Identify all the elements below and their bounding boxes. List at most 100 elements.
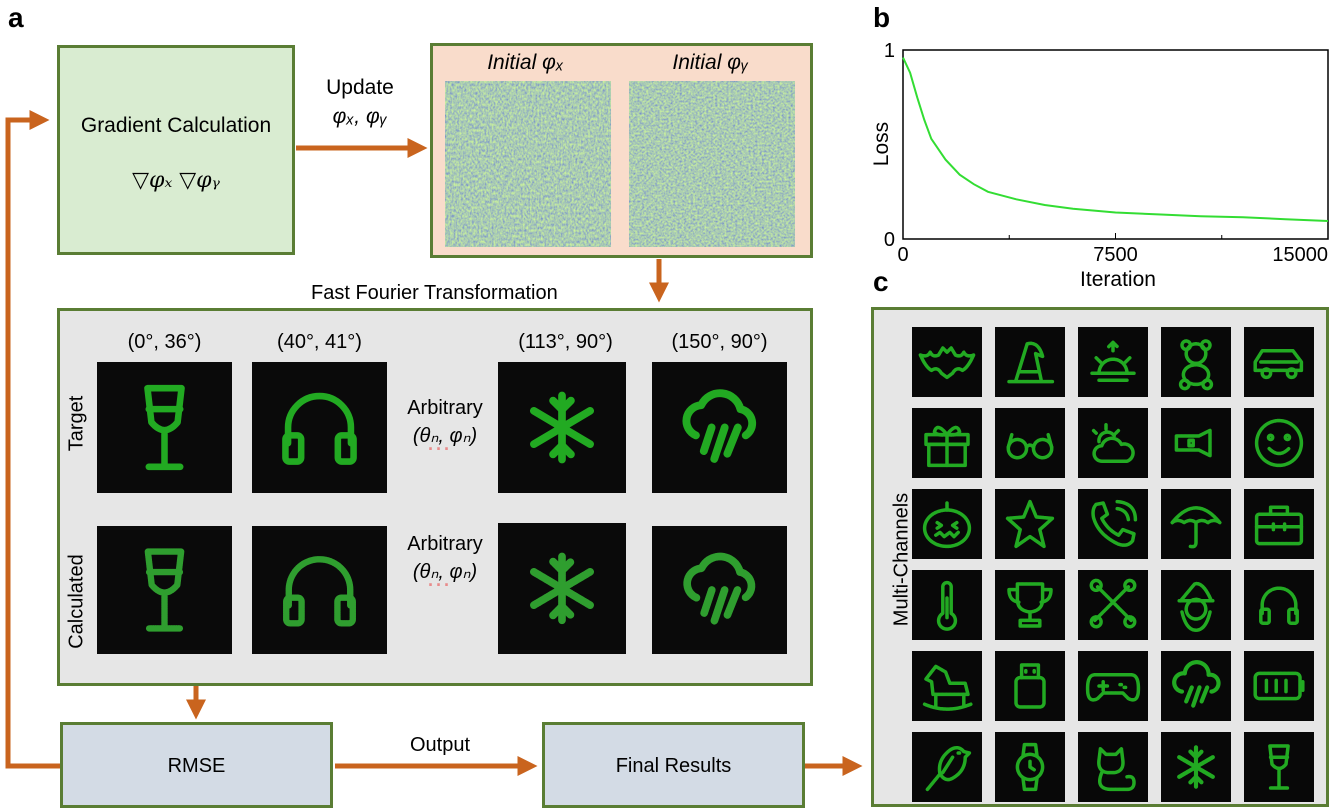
channel-cell	[1161, 327, 1231, 397]
arbitrary-angle-top: (θₙ, φₙ)	[412, 425, 478, 447]
y-tick-label: 1	[884, 40, 895, 62]
trophy-icon	[995, 570, 1065, 640]
calculated-image-rain-cloud	[652, 526, 787, 654]
target-image-wine-glass	[97, 362, 232, 493]
snowflake-icon	[530, 391, 594, 464]
loss-series-line	[902, 57, 1329, 222]
multi-channels-label: Multi-Channels	[890, 492, 913, 627]
initial-phase-y-label: Initial φᵧ	[672, 51, 749, 74]
car-icon	[1244, 327, 1314, 397]
channel-cell	[995, 732, 1065, 802]
headphones-icon	[283, 556, 356, 627]
partly-cloudy-icon	[1078, 408, 1148, 478]
target-image-rain-cloud	[652, 362, 787, 493]
glasses-icon	[995, 408, 1065, 478]
channel-cell	[995, 327, 1065, 397]
angle-label-1: (0°, 36°)	[127, 331, 202, 353]
channel-cell	[995, 408, 1065, 478]
channel-cell	[912, 327, 982, 397]
update-label: Update	[326, 76, 394, 99]
sunrise-icon	[1078, 327, 1148, 397]
channel-cell	[1078, 327, 1148, 397]
channel-cell	[1161, 570, 1231, 640]
channel-cell	[1078, 732, 1148, 802]
gradient-formula: ▽φₓ ▽φᵧ	[132, 168, 220, 193]
y-tick-label: 0	[884, 229, 895, 251]
fft-label: Fast Fourier Transformation	[311, 282, 558, 304]
final-results-label: Final Results	[615, 755, 732, 777]
channel-cell	[912, 489, 982, 559]
channel-cell	[1244, 327, 1314, 397]
channel-cell	[995, 651, 1065, 721]
smiley-icon	[1244, 408, 1314, 478]
wine-glass-icon	[1244, 732, 1314, 802]
flashlight-icon	[1161, 408, 1231, 478]
channel-cell	[1078, 408, 1148, 478]
calculated-image-headphones	[252, 526, 387, 654]
chart-plot-area	[902, 49, 1329, 240]
channel-cell	[912, 732, 982, 802]
channel-cell	[1078, 651, 1148, 721]
channel-cell	[912, 408, 982, 478]
arrow-feedback	[5, 110, 60, 769]
panel-label-b: b	[873, 2, 891, 33]
ellipsis-bottom: ···	[428, 575, 452, 595]
umbrella-icon	[1161, 489, 1231, 559]
snowflake-icon	[530, 552, 594, 625]
calculated-image-wine-glass	[97, 526, 232, 654]
row-label-target: Target	[65, 395, 88, 452]
thermometer-icon	[912, 570, 982, 640]
arbitrary-angle-bottom: (θₙ, φₙ)	[412, 561, 478, 583]
rain-cloud-icon	[1161, 651, 1231, 721]
gradient-calculation-box: Gradient Calculation ▽φₓ ▽φᵧ	[57, 45, 295, 255]
update-phases-label: φₓ, φᵧ	[332, 105, 388, 128]
target-image-headphones	[252, 362, 387, 493]
rain-cloud-icon	[682, 389, 757, 463]
headphones-icon	[1244, 570, 1314, 640]
cat-icon	[1078, 732, 1148, 802]
bone-cross-icon	[1078, 570, 1148, 640]
channel-cell	[1161, 408, 1231, 478]
x-tick-label: 15000	[1272, 244, 1328, 266]
output-label: Output	[409, 734, 471, 756]
initial-phase-x-map	[445, 81, 611, 247]
x-axis-label: Iteration	[1080, 268, 1156, 291]
channel-cell	[995, 570, 1065, 640]
channel-cell	[1161, 732, 1231, 802]
initial-phase-y-map	[629, 81, 795, 247]
rocking-horse-icon	[912, 651, 982, 721]
bat-icon	[912, 327, 982, 397]
pumpkin-icon	[912, 489, 982, 559]
arbitrary-label-bottom: Arbitrary	[407, 533, 483, 555]
snowflake-icon	[1161, 732, 1231, 802]
panel-label-c: c	[873, 266, 889, 297]
channel-cell	[1244, 408, 1314, 478]
teddy-bear-icon	[1161, 327, 1231, 397]
channel-cell	[912, 651, 982, 721]
bird-icon	[912, 732, 982, 802]
watch-icon	[995, 732, 1065, 802]
gift-icon	[912, 408, 982, 478]
initial-phase-x-label: Initial φₓ	[487, 51, 564, 74]
arbitrary-label-top: Arbitrary	[407, 397, 483, 419]
usb-drive-icon	[995, 651, 1065, 721]
row-label-calculated: Calculated	[65, 554, 88, 649]
x-tick-label: 7500	[1093, 244, 1138, 266]
channel-cell	[1161, 651, 1231, 721]
channel-cell	[1078, 570, 1148, 640]
channel-cell	[1078, 489, 1148, 559]
channel-cell	[912, 570, 982, 640]
star-icon	[995, 489, 1065, 559]
panel-label-a: a	[8, 2, 24, 33]
initial-phase-box: Initial φₓ Initial φᵧ	[430, 43, 813, 258]
channel-cell	[1161, 489, 1231, 559]
multi-channels-box: Multi-Channels	[871, 307, 1329, 807]
phone-call-icon	[1078, 489, 1148, 559]
rmse-box: RMSE	[60, 722, 333, 808]
channel-cell	[1244, 570, 1314, 640]
ellipsis-top: ···	[428, 439, 452, 459]
witch-hat-icon	[995, 327, 1065, 397]
channel-cell	[1244, 651, 1314, 721]
